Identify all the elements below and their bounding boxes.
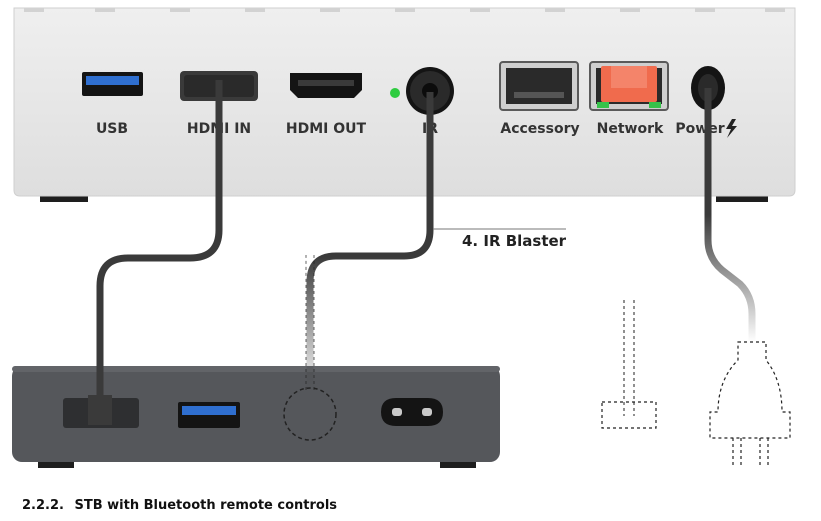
caption-text: STB with Bluetooth remote controls [74,498,338,513]
stb-usb-port[interactable] [178,402,240,428]
status-led [390,88,400,98]
hdmi-out-port[interactable] [290,73,362,98]
power-plug-outline [709,341,791,468]
port-label-power: Power [675,121,724,137]
stb-body [12,366,500,462]
network-plug-outline [601,401,657,429]
ir-port[interactable] [406,67,454,115]
caption-number: 2.2.2. [22,498,64,513]
power-cable [704,88,791,468]
port-label-accessory: Accessory [500,121,579,137]
port-label-hdmi-out: HDMI OUT [286,121,367,137]
stb-device [12,366,500,468]
usb-port[interactable] [82,72,143,96]
port-label-usb: USB [96,121,128,137]
hub-device: USB HDMI IN HDMI OUT IR Accessory Networ… [13,7,796,202]
figure-caption: 2.2.2. STB with Bluetooth remote control… [22,498,337,513]
hub-body [13,7,796,197]
lightning-bolt-icon [726,119,737,138]
ir-blaster-callout: 4. IR Blaster [462,232,567,250]
hub-top-vents [24,8,785,12]
network-cable [601,80,657,429]
stb-power-socket[interactable] [381,398,443,426]
network-led-left [597,102,609,108]
network-led-right [649,102,661,108]
stb-top-edge [12,366,500,372]
accessory-port[interactable] [499,61,579,111]
hdmi-cable [88,80,223,425]
ir-blaster-cable [305,92,566,392]
